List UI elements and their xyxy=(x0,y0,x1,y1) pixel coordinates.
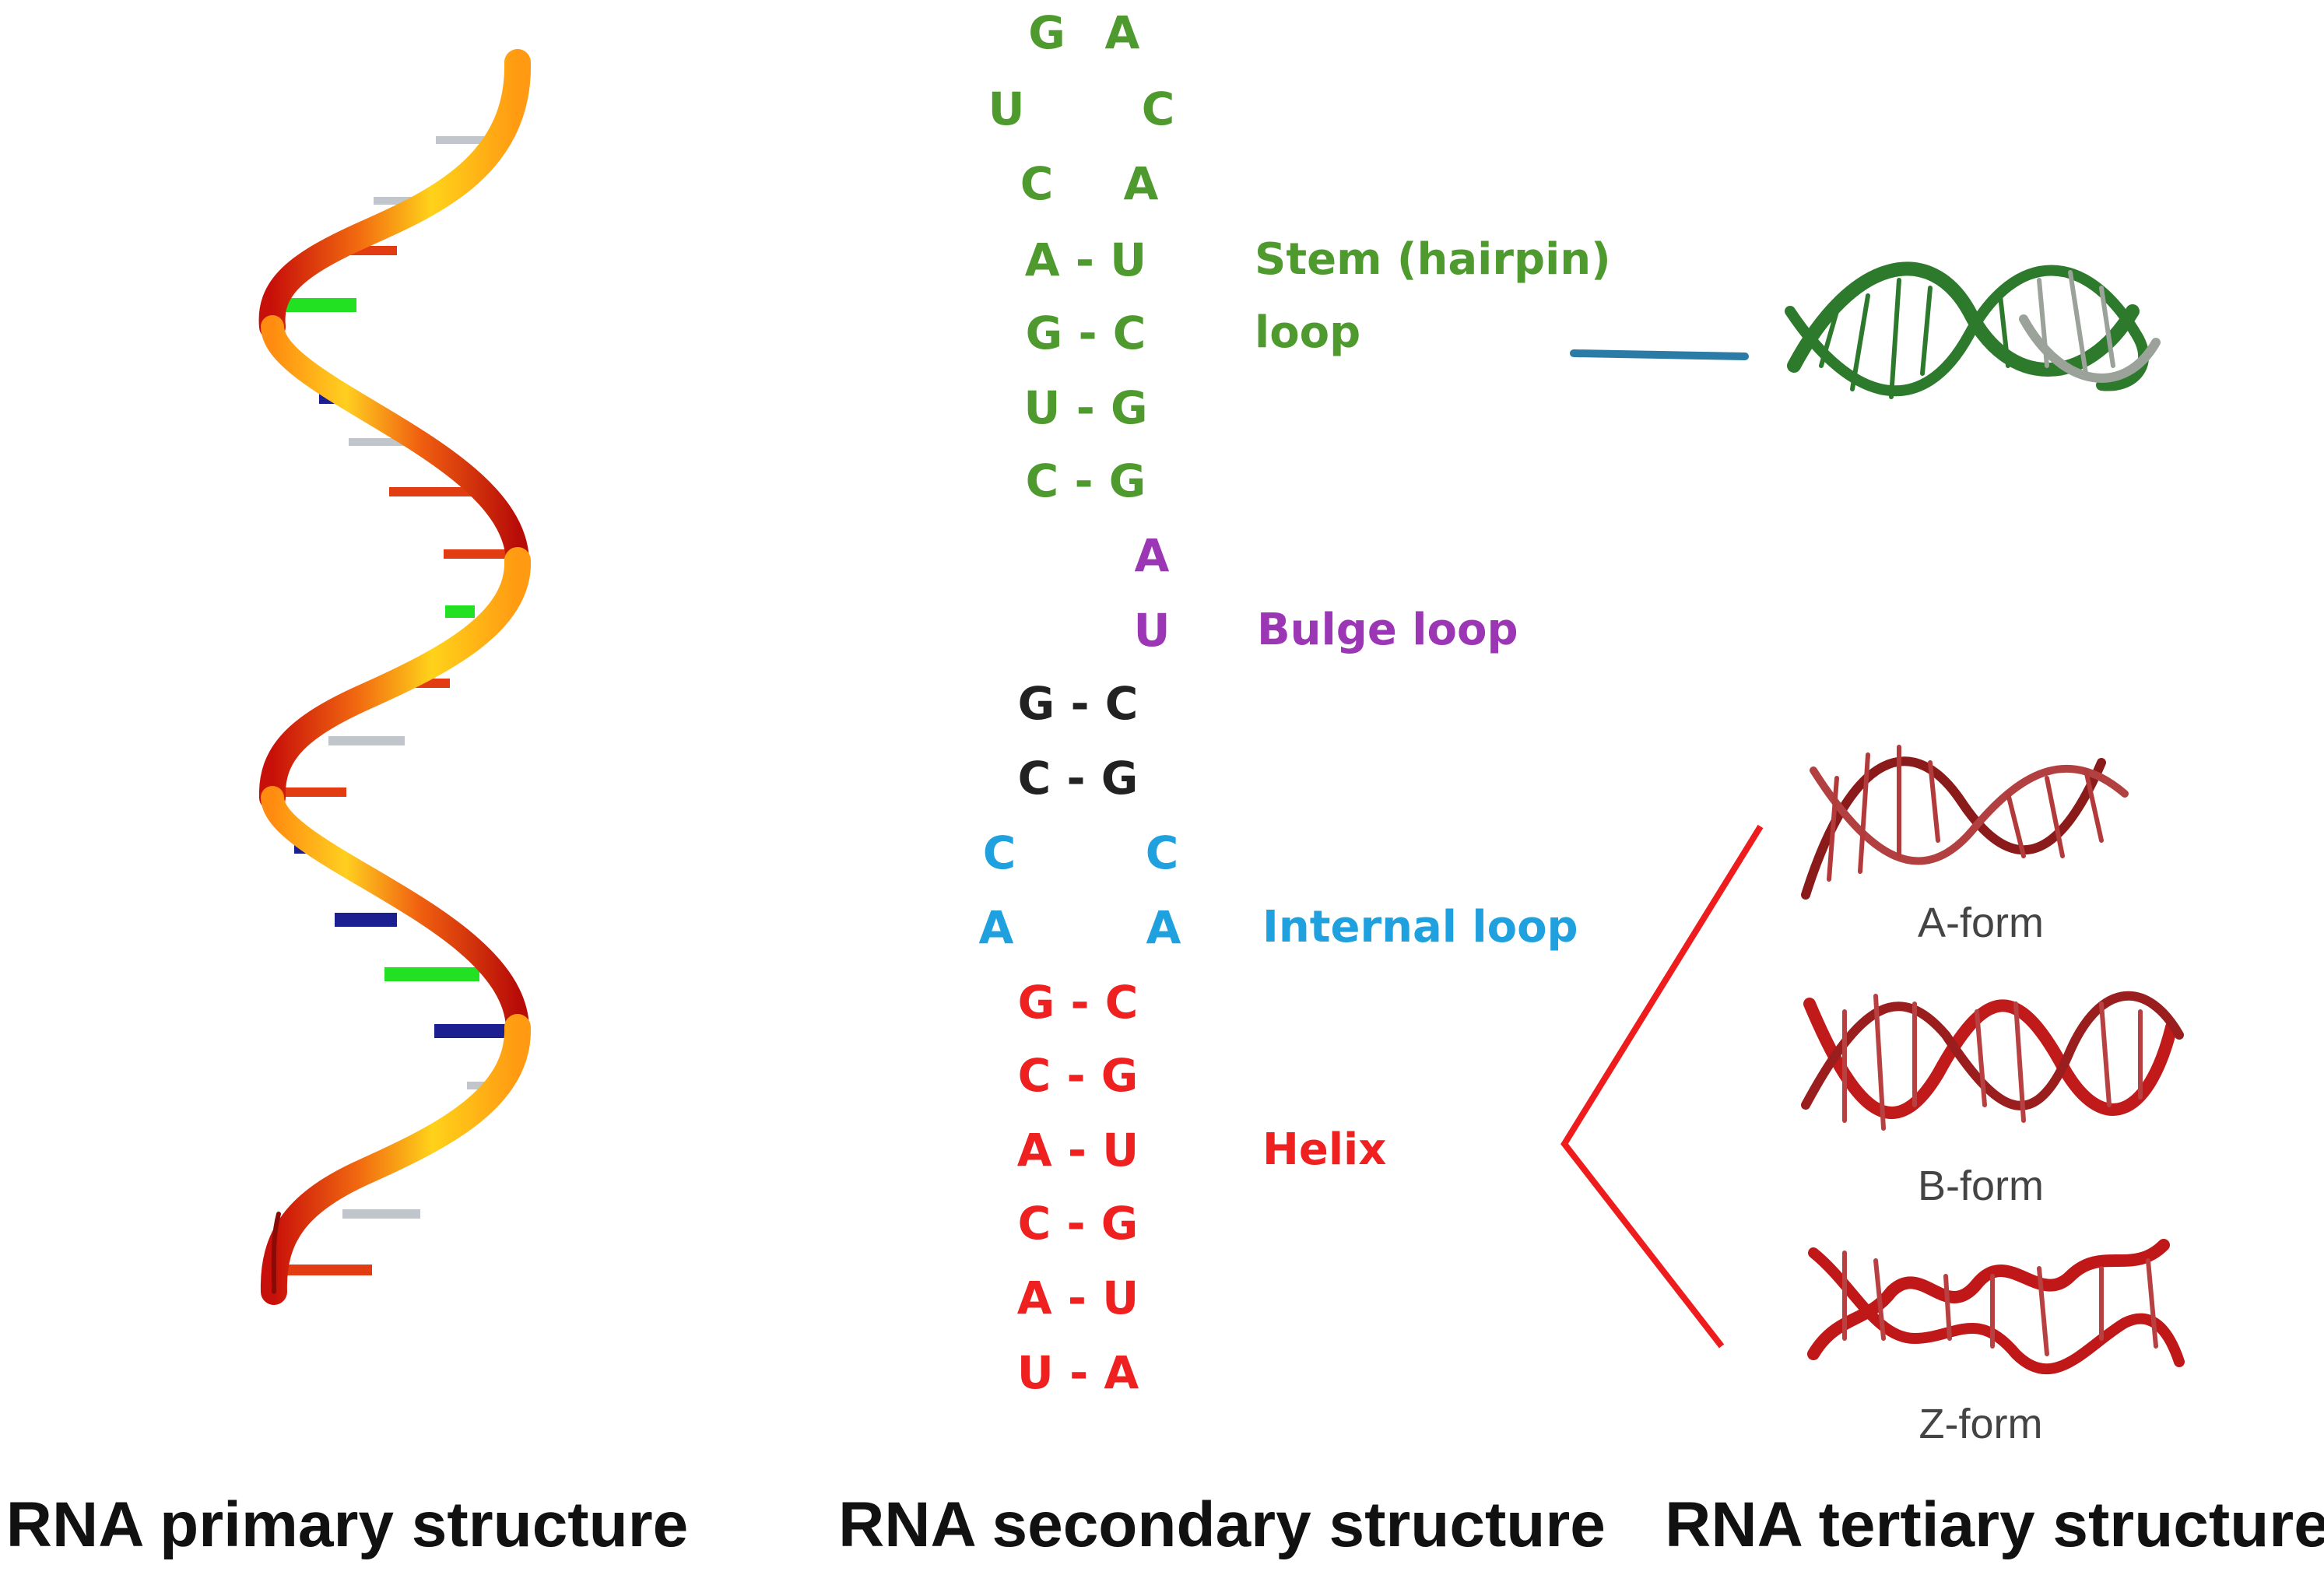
helix-label: Helix xyxy=(1262,1124,1387,1175)
base-pair: A - U xyxy=(1016,1272,1139,1324)
b-form-model xyxy=(1801,991,2184,1131)
hairpin-base: A xyxy=(1104,6,1140,59)
hairpin-base: G xyxy=(1028,6,1065,59)
hairpin-base: U xyxy=(988,82,1025,135)
internal-label: Internal loop xyxy=(1262,902,1578,952)
b-form-label: B-form xyxy=(1918,1163,2044,1209)
base-pair: G - C xyxy=(1025,307,1146,360)
stem-label-line1: Stem (hairpin) xyxy=(1255,234,1611,285)
hairpin-base: C xyxy=(1020,157,1054,210)
primary-caption: RNA primary structure xyxy=(5,1489,689,1560)
base-pair: A - U xyxy=(1024,233,1147,286)
base-pair: C - G xyxy=(1017,752,1139,805)
bulge-base: U xyxy=(1133,604,1171,657)
connector-red-bracket xyxy=(1560,824,1764,1349)
hairpin-duplex-model xyxy=(1785,261,2161,399)
base-pair: C - G xyxy=(1017,1197,1139,1250)
bulge-base: A xyxy=(1134,529,1170,582)
internal-base: A xyxy=(978,901,1014,954)
internal-base: C xyxy=(982,826,1016,879)
base-pair: G - C xyxy=(1017,976,1139,1029)
hairpin-base: C xyxy=(1141,82,1175,135)
a-form-model xyxy=(1801,745,2129,900)
tertiary-caption: RNA tertiary structure xyxy=(1665,1489,2324,1560)
internal-base: A xyxy=(1146,901,1181,954)
base-pair: C - G xyxy=(1017,1049,1139,1102)
connector-blue-line xyxy=(1570,349,1749,360)
base-pair: G - C xyxy=(1017,677,1139,730)
base-pair: A - U xyxy=(1016,1124,1139,1177)
primary-ribbon xyxy=(258,49,532,1305)
base-pair: C - G xyxy=(1025,454,1146,507)
stem-label-line2: loop xyxy=(1255,307,1361,358)
z-form-model xyxy=(1807,1239,2185,1375)
secondary-caption: RNA secondary structure xyxy=(838,1489,1606,1560)
z-form-label: Z-form xyxy=(1919,1401,2043,1447)
internal-base: C xyxy=(1145,826,1179,879)
hairpin-base: A xyxy=(1123,157,1159,210)
base-pair: U - G xyxy=(1023,381,1148,434)
base-pair: U - A xyxy=(1016,1346,1139,1399)
bulge-label: Bulge loop xyxy=(1257,605,1518,655)
a-form-label: A-form xyxy=(1918,900,2044,946)
